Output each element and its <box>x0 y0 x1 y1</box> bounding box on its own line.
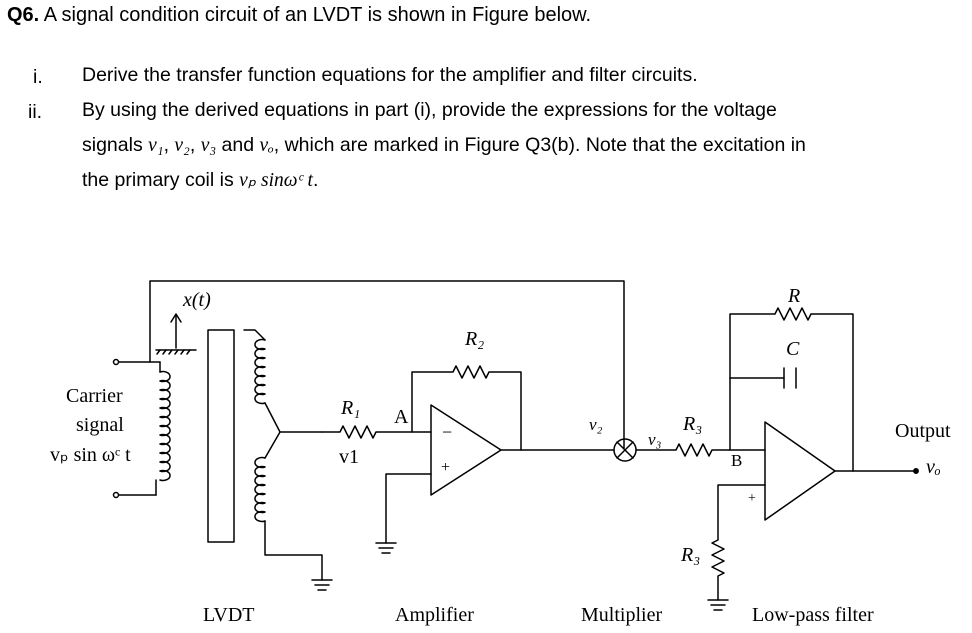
label-minus: − <box>442 422 452 442</box>
label-r3-top: R₃ <box>682 413 702 435</box>
label-multiplier: Multiplier <box>581 604 662 626</box>
displacement-arrow <box>155 313 197 355</box>
symbol-v1: v₁ <box>148 135 164 156</box>
label-v3: v₃ <box>648 430 662 449</box>
label-amplifier: Amplifier <box>395 604 474 626</box>
primary-wires <box>115 361 161 496</box>
question-text: A signal condition circuit of an LVDT is… <box>43 4 592 26</box>
part-ii-numeral: ii. <box>28 101 43 123</box>
label-xt: x(t) <box>182 289 211 311</box>
resistor-r2 <box>411 365 522 451</box>
part-ii-text: By using the derived equations in part (… <box>82 93 962 198</box>
carrier-terminal-top <box>112 358 120 366</box>
label-vp-sin: vₚ sin ωᶜ t <box>50 444 131 466</box>
label-r1: R₁ <box>340 397 360 419</box>
amplifier-noninverting-wire <box>385 473 432 544</box>
label-v2: v₂ <box>589 415 603 434</box>
filter-feedback-r <box>729 307 854 472</box>
label-r: R <box>787 285 800 307</box>
label-a: A <box>394 406 409 428</box>
lvdt-core <box>207 329 235 543</box>
output-terminal <box>913 468 919 474</box>
amplifier-opamp <box>430 404 502 496</box>
part-i-text: Derive the transfer function equations f… <box>82 64 698 86</box>
label-signal: signal <box>76 414 124 436</box>
filter-opamp <box>764 421 836 521</box>
part-ii-line-2-suffix: , which are marked in Figure Q3(b). Note… <box>273 134 806 156</box>
reference-loop <box>149 280 625 449</box>
part-ii-line-1: By using the derived equations in part (… <box>82 99 777 121</box>
label-lowpass: Low-pass filter <box>752 604 874 626</box>
symbol-v3: v₃ <box>200 135 217 156</box>
label-r3-bottom: R₃ <box>680 544 700 566</box>
resistor-r1 <box>321 425 432 439</box>
label-r2: R₂ <box>464 328 484 350</box>
carrier-terminal-bottom <box>112 491 120 499</box>
secondary-coil-bottom <box>254 456 266 523</box>
label-carrier: Carrier <box>66 385 123 407</box>
part-ii-and: and <box>216 134 260 156</box>
filter-ground <box>707 599 729 611</box>
symbol-v2: v₂ <box>174 135 190 156</box>
label-filter-plus: + <box>748 491 756 506</box>
resistor-r3-ground <box>711 484 766 601</box>
label-c: C <box>786 338 800 360</box>
label-vo: vₒ <box>926 456 941 478</box>
symbol-excitation: vₚ sinωᶜ t <box>239 170 313 191</box>
part-ii-line-3: the primary coil is vₚ sinωᶜ t. <box>82 163 962 198</box>
part-i-numeral: i. <box>33 66 43 88</box>
question-number: Q6. <box>7 4 40 26</box>
primary-coil <box>159 370 171 482</box>
label-output: Output <box>895 420 951 442</box>
label-v1: v1 <box>339 446 359 468</box>
part-ii-line-2: signals v₁, v₂, v₃ and vₒ, which are mar… <box>82 134 806 156</box>
part-ii-line-2-prefix: signals <box>82 134 149 156</box>
label-lvdt: LVDT <box>203 604 254 626</box>
multiplier <box>613 438 637 462</box>
part-ii-line-3-suffix: . <box>312 169 319 191</box>
label-b: B <box>731 451 742 470</box>
symbol-vo: vₒ <box>259 135 274 156</box>
amplifier-ground <box>375 542 397 554</box>
secondary-coil-top <box>254 338 266 405</box>
lvdt-ground <box>311 579 333 591</box>
resistor-r3-series <box>635 443 766 457</box>
part-ii-line-3-prefix: the primary coil is <box>82 169 240 191</box>
label-plus: + <box>441 459 450 476</box>
question-title: Q6. A signal condition circuit of an LVD… <box>7 4 591 27</box>
secondary-wires <box>243 329 323 581</box>
